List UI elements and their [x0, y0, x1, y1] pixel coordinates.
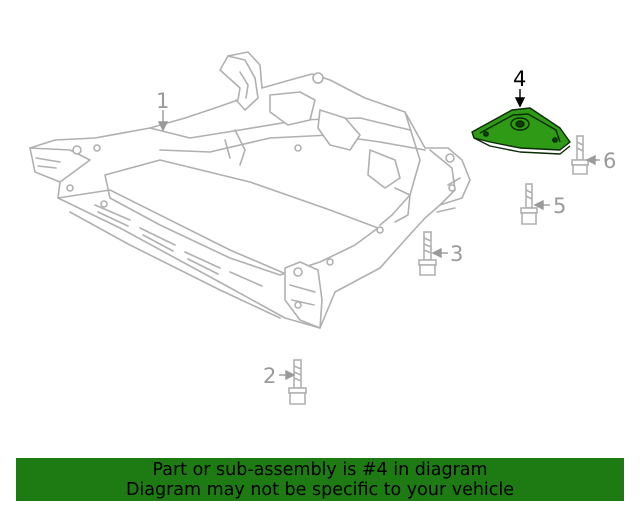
banner-line-part-number: Part or sub-assembly is #4 in diagram [152, 460, 488, 480]
callout-number-6: 6 [603, 149, 616, 173]
info-banner: Part or sub-assembly is #4 in diagram Di… [16, 458, 624, 501]
leader-line-part-4 [514, 89, 526, 108]
bolt-part-3 [418, 231, 437, 276]
leader-lines [157, 110, 600, 381]
exploded-parts-diagram: 1 2 3 4 5 6 [29, 51, 616, 405]
callout-number-1: 1 [156, 89, 169, 113]
callout-number-3: 3 [450, 242, 463, 266]
bolt-part-6 [571, 135, 589, 175]
callout-number-5: 5 [553, 194, 566, 218]
bolt-part-5 [520, 183, 538, 225]
bolt-part-2 [288, 359, 307, 405]
highlighted-bracket-part-4 [471, 107, 571, 155]
subframe-drawing [29, 51, 471, 329]
banner-line-disclaimer: Diagram may not be specific to your vehi… [125, 480, 515, 500]
callout-number-4: 4 [513, 67, 526, 91]
callout-number-2: 2 [263, 364, 276, 388]
